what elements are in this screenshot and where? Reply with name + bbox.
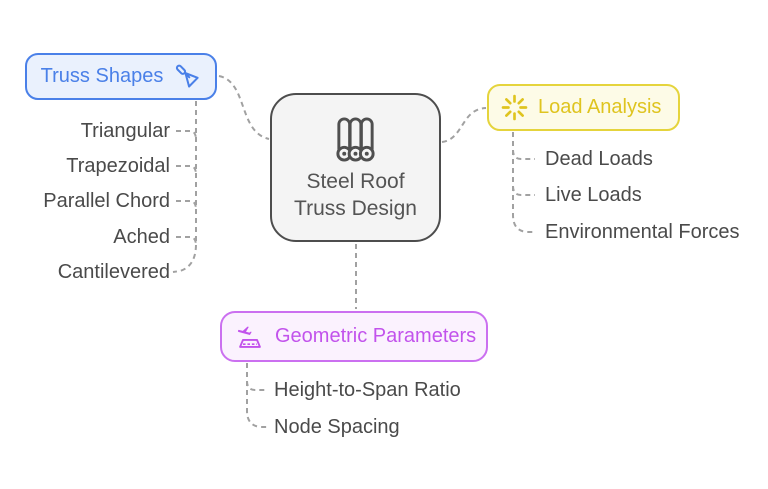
load-elbow	[512, 185, 535, 196]
load-analysis-label: Load Analysis	[538, 96, 662, 118]
item-ached[interactable]: Ached	[113, 226, 170, 248]
center-label-line1: Steel Roof	[306, 170, 405, 193]
truss-elbow	[176, 200, 197, 211]
item-node-spacing[interactable]: Node Spacing	[274, 416, 400, 438]
center-label-line2: Truss Design	[294, 197, 417, 220]
center-node[interactable]: Steel Roof Truss Design	[270, 93, 441, 242]
sun-rays-icon	[500, 93, 529, 122]
item-cantilevered[interactable]: Cantilevered	[57, 261, 170, 283]
truss-elbow	[176, 165, 197, 176]
center-node-label: Steel Roof Truss Design	[294, 168, 417, 222]
trowel-icon	[174, 63, 201, 90]
item-trapezoidal[interactable]: Trapezoidal	[66, 155, 170, 177]
steel-rolls-icon	[332, 116, 379, 163]
truss-trunk	[172, 101, 197, 273]
load-trunk	[512, 132, 535, 233]
branch-geometric-parameters[interactable]: Geometric Parameters	[220, 311, 488, 362]
edge-center-to-load	[441, 107, 487, 143]
truss-shapes-label: Truss Shapes	[40, 65, 164, 87]
load-elbow	[512, 149, 535, 160]
truss-elbow	[176, 130, 197, 141]
plane-ramp-icon	[236, 323, 264, 351]
truss-elbow	[176, 236, 197, 247]
branch-load-analysis[interactable]: Load Analysis	[487, 84, 680, 131]
geo-elbow	[246, 380, 266, 391]
item-height-to-span-ratio[interactable]: Height-to-Span Ratio	[274, 379, 461, 401]
item-parallel-chord[interactable]: Parallel Chord	[43, 190, 170, 212]
branch-truss-shapes[interactable]: Truss Shapes	[25, 53, 217, 100]
geometric-parameters-label: Geometric Parameters	[275, 325, 477, 347]
item-dead-loads[interactable]: Dead Loads	[545, 148, 653, 170]
item-environmental-forces[interactable]: Environmental Forces	[545, 221, 740, 243]
edge-truss-to-center	[218, 75, 270, 140]
item-live-loads[interactable]: Live Loads	[545, 184, 642, 206]
geo-trunk	[246, 363, 267, 428]
item-triangular[interactable]: Triangular	[80, 120, 170, 142]
